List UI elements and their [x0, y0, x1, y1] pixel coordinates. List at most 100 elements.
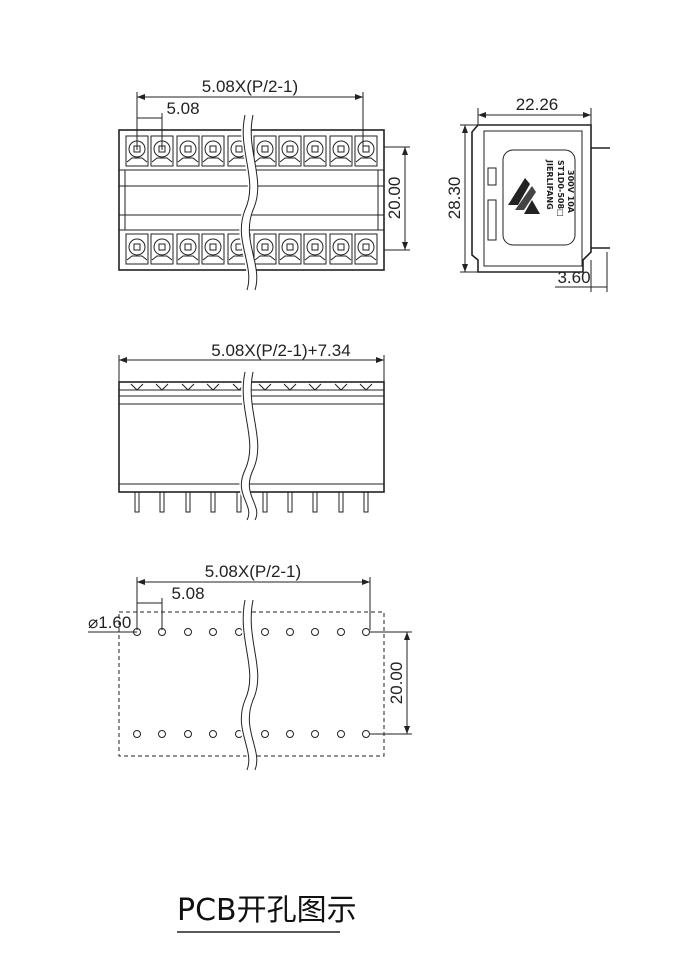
notch	[283, 383, 297, 391]
side-height-dim: 28.30	[445, 177, 464, 220]
pin	[312, 491, 318, 513]
hole-top	[337, 628, 345, 636]
hole-bottom	[286, 730, 294, 738]
screw-icon	[128, 238, 146, 256]
hole-bottom	[158, 730, 166, 738]
top-total-dim: 5.08X(P/2-1)	[202, 77, 298, 96]
hole-top	[235, 628, 243, 636]
notch	[359, 383, 373, 391]
front-break-line	[240, 371, 251, 521]
top-pitch-dim: 5.08	[166, 99, 199, 118]
notch	[334, 383, 348, 391]
pcb-pitch-dim: 5.08	[171, 584, 204, 603]
screw-terminal	[303, 135, 327, 167]
screw-icon	[153, 140, 171, 158]
break-line	[240, 114, 251, 291]
screw-icon	[332, 238, 350, 256]
arrow-left	[137, 94, 145, 100]
screw-terminal	[253, 233, 277, 265]
top-view: 5.08X(P/2-1) 5.08 20.00	[118, 77, 410, 292]
screw-icon	[281, 140, 299, 158]
screw-terminal	[201, 135, 225, 167]
side-pin-dim: 3.60	[557, 268, 590, 287]
hole-top	[209, 628, 217, 636]
screw-icon	[357, 238, 375, 256]
screw-terminal	[125, 233, 149, 265]
front-pins	[134, 491, 369, 513]
pin	[287, 491, 293, 513]
pin	[236, 491, 242, 513]
screw-terminal	[253, 135, 277, 167]
screw-icon	[281, 238, 299, 256]
notch	[181, 383, 195, 391]
screw-icon	[153, 238, 171, 256]
pin	[134, 491, 140, 513]
notch	[258, 383, 272, 391]
hole-top	[311, 628, 319, 636]
screw-terminal	[354, 135, 378, 167]
hole-bottom	[261, 730, 269, 738]
pin	[363, 491, 369, 513]
hole-bottom	[184, 730, 192, 738]
pin	[338, 491, 344, 513]
side-width-dim: 22.26	[516, 95, 559, 114]
top-row-terminals	[125, 135, 378, 167]
hole-top	[261, 628, 269, 636]
pin	[159, 491, 165, 513]
caption: PCB开孔图示	[177, 893, 357, 928]
hole-top	[184, 628, 192, 636]
label-line-1: ST1D0-508□	[556, 160, 565, 217]
notch	[308, 383, 322, 391]
screw-terminal	[176, 135, 200, 167]
hole-top	[158, 628, 166, 636]
hole-bottom	[133, 730, 141, 738]
screw-terminal	[176, 233, 200, 265]
hole-bottom	[362, 730, 370, 738]
pcb-holes	[133, 628, 370, 738]
screw-icon	[128, 140, 146, 158]
screw-icon	[204, 140, 222, 158]
screw-terminal	[329, 233, 353, 265]
pin	[210, 491, 216, 513]
screw-terminal	[278, 135, 302, 167]
screw-terminal	[150, 233, 174, 265]
hole-top	[286, 628, 294, 636]
pcb-hole-dim: ⌀1.60	[88, 613, 131, 632]
top-height-dim: 20.00	[385, 177, 404, 220]
pin	[262, 491, 268, 513]
screw-icon	[204, 238, 222, 256]
pcb-total-dim: 5.08X(P/2-1)	[205, 562, 301, 581]
pcb-view: 5.08X(P/2-1) 5.08 ⌀1.60 20.00	[88, 562, 412, 772]
pcb-height-dim: 20.00	[387, 662, 406, 705]
pin	[185, 491, 191, 513]
screw-terminal	[125, 135, 149, 167]
hole-top	[133, 628, 141, 636]
side-view: 22.26 JIERLIFANG ST1D0-508□ 300V 10A 28.…	[445, 95, 610, 292]
notch	[130, 383, 144, 391]
screw-icon	[179, 238, 197, 256]
hole-top	[362, 628, 370, 636]
pcb-break-line	[240, 599, 251, 771]
screw-terminal	[303, 233, 327, 265]
brand-text: JIERLIFANG	[545, 159, 554, 210]
hole-bottom	[209, 730, 217, 738]
hole-bottom	[311, 730, 319, 738]
screw-icon	[357, 140, 375, 158]
screw-icon	[256, 238, 274, 256]
screw-terminal	[354, 233, 378, 265]
screw-icon	[179, 140, 197, 158]
front-view: 5.08X(P/2-1)+7.34	[118, 341, 385, 523]
label-plate	[502, 149, 576, 246]
screw-icon	[306, 238, 324, 256]
front-total-dim: 5.08X(P/2-1)+7.34	[211, 341, 350, 360]
screw-terminal	[150, 135, 174, 167]
screw-terminal	[329, 135, 353, 167]
screw-icon	[306, 140, 324, 158]
screw-terminal	[278, 233, 302, 265]
hole-bottom	[337, 730, 345, 738]
screw-terminal	[201, 233, 225, 265]
screw-icon	[332, 140, 350, 158]
label-line-2: 300V 10A	[566, 170, 575, 214]
arrow-right	[355, 94, 363, 100]
